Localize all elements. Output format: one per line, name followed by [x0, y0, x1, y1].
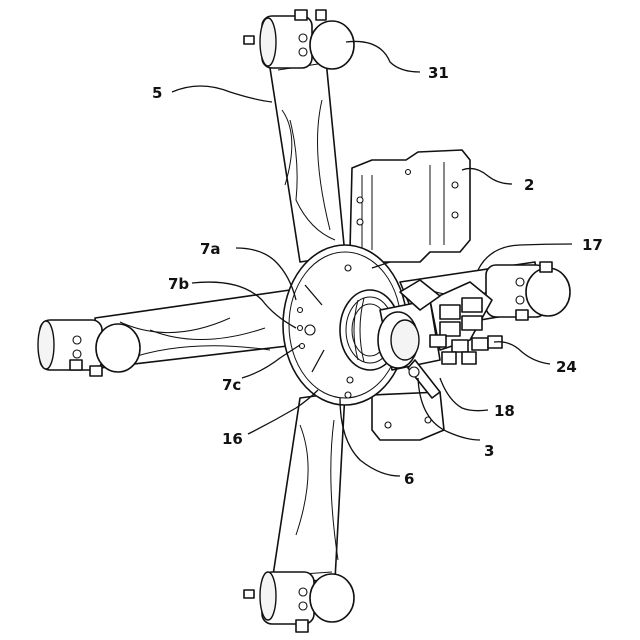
label-7c: 7c	[222, 376, 241, 394]
label-31: 31	[428, 64, 449, 82]
motor-top	[244, 10, 354, 69]
label-5: 5	[152, 84, 162, 102]
label-3: 3	[484, 442, 494, 460]
label-16: 16	[222, 430, 243, 448]
motor-right	[486, 262, 570, 320]
label-7b: 7b	[168, 275, 189, 293]
label-18: 18	[494, 402, 515, 420]
label-17: 17	[582, 236, 603, 254]
motor-bottom	[244, 572, 354, 632]
motor-left	[38, 320, 140, 376]
label-2: 2	[524, 176, 534, 194]
label-24: 24	[556, 358, 577, 376]
label-7a: 7a	[200, 240, 221, 258]
label-6: 6	[404, 470, 414, 488]
